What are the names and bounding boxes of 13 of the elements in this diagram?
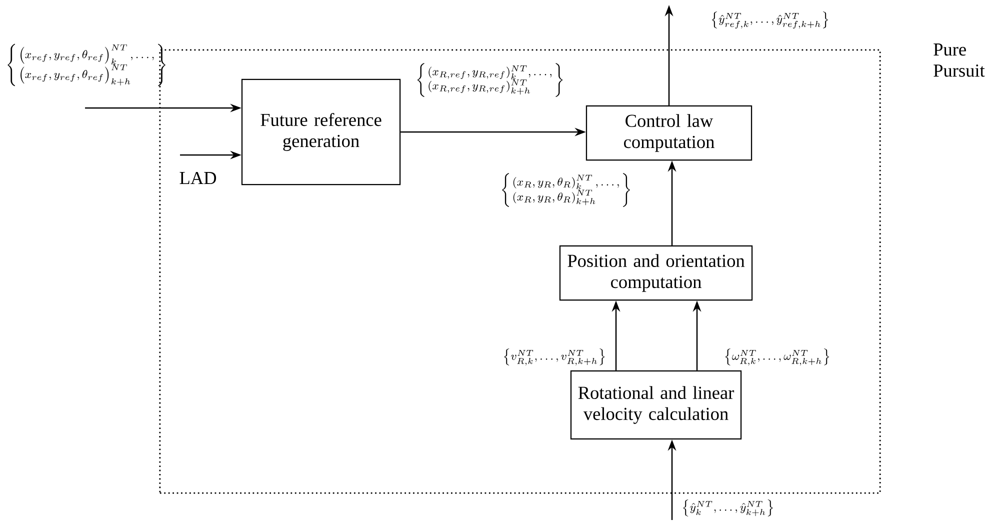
node-label: Pure Pursuit xyxy=(934,44,985,77)
edge-formula: $\left\{\hat{y}_{k}^{NT},\ldots,\hat{y}_{k+h}^{NT}\right\}$ xyxy=(683,500,773,516)
process-box: Rotational and linear velocity calculation xyxy=(570,370,742,440)
edge-formula: $\left\{\hat{y}_{ref,k}^{NT},\ldots,\hat{y}_{ref,k+h}^{NT}\right\}$ xyxy=(712,11,828,29)
edge-formula: $\left\{\begin{array}{l}\left(x_{R},y_{R},\theta_{R}\right)_{k}^{NT},\ldots,\\ \left(x_{R},y_{R},\theta_{R}\right)_{k+h}^{NT}\end{array}\right\}$ xyxy=(502,173,630,207)
edge-formula: $\left\{\omega_{R,k}^{NT},\ldots,\omega_{R,k+h}^{NT}\right\}$ xyxy=(725,348,830,366)
process-box: Control law computation xyxy=(586,105,752,161)
edge-formula: $\left\{v_{R,k}^{NT},\ldots,v_{R,k+h}^{NT}\right\}$ xyxy=(504,348,605,366)
process-box: Future reference generation xyxy=(241,78,401,186)
edge-label: LAD xyxy=(180,172,216,184)
edge-formula: $\left\{\begin{array}{l}(x_{R,ref},y_{R,ref})_{k}^{NT},\ldots,\\ (x_{R,ref},y_{R,ref})_{k+h}^{NT}\end{array}\right\}$ xyxy=(417,63,563,97)
edge-formula: $\left\{\begin{array}{l}\left(x_{ref},y_{ref},\theta_{ref}\right)_{k}^{NT},\ldots,\\ \left(x_{ref},y_{ref},\theta_{ref}\right)_{k+h}^{NT}\end{array}\right\}$ xyxy=(8,44,166,86)
process-box: Position and orientation computation xyxy=(559,245,753,301)
